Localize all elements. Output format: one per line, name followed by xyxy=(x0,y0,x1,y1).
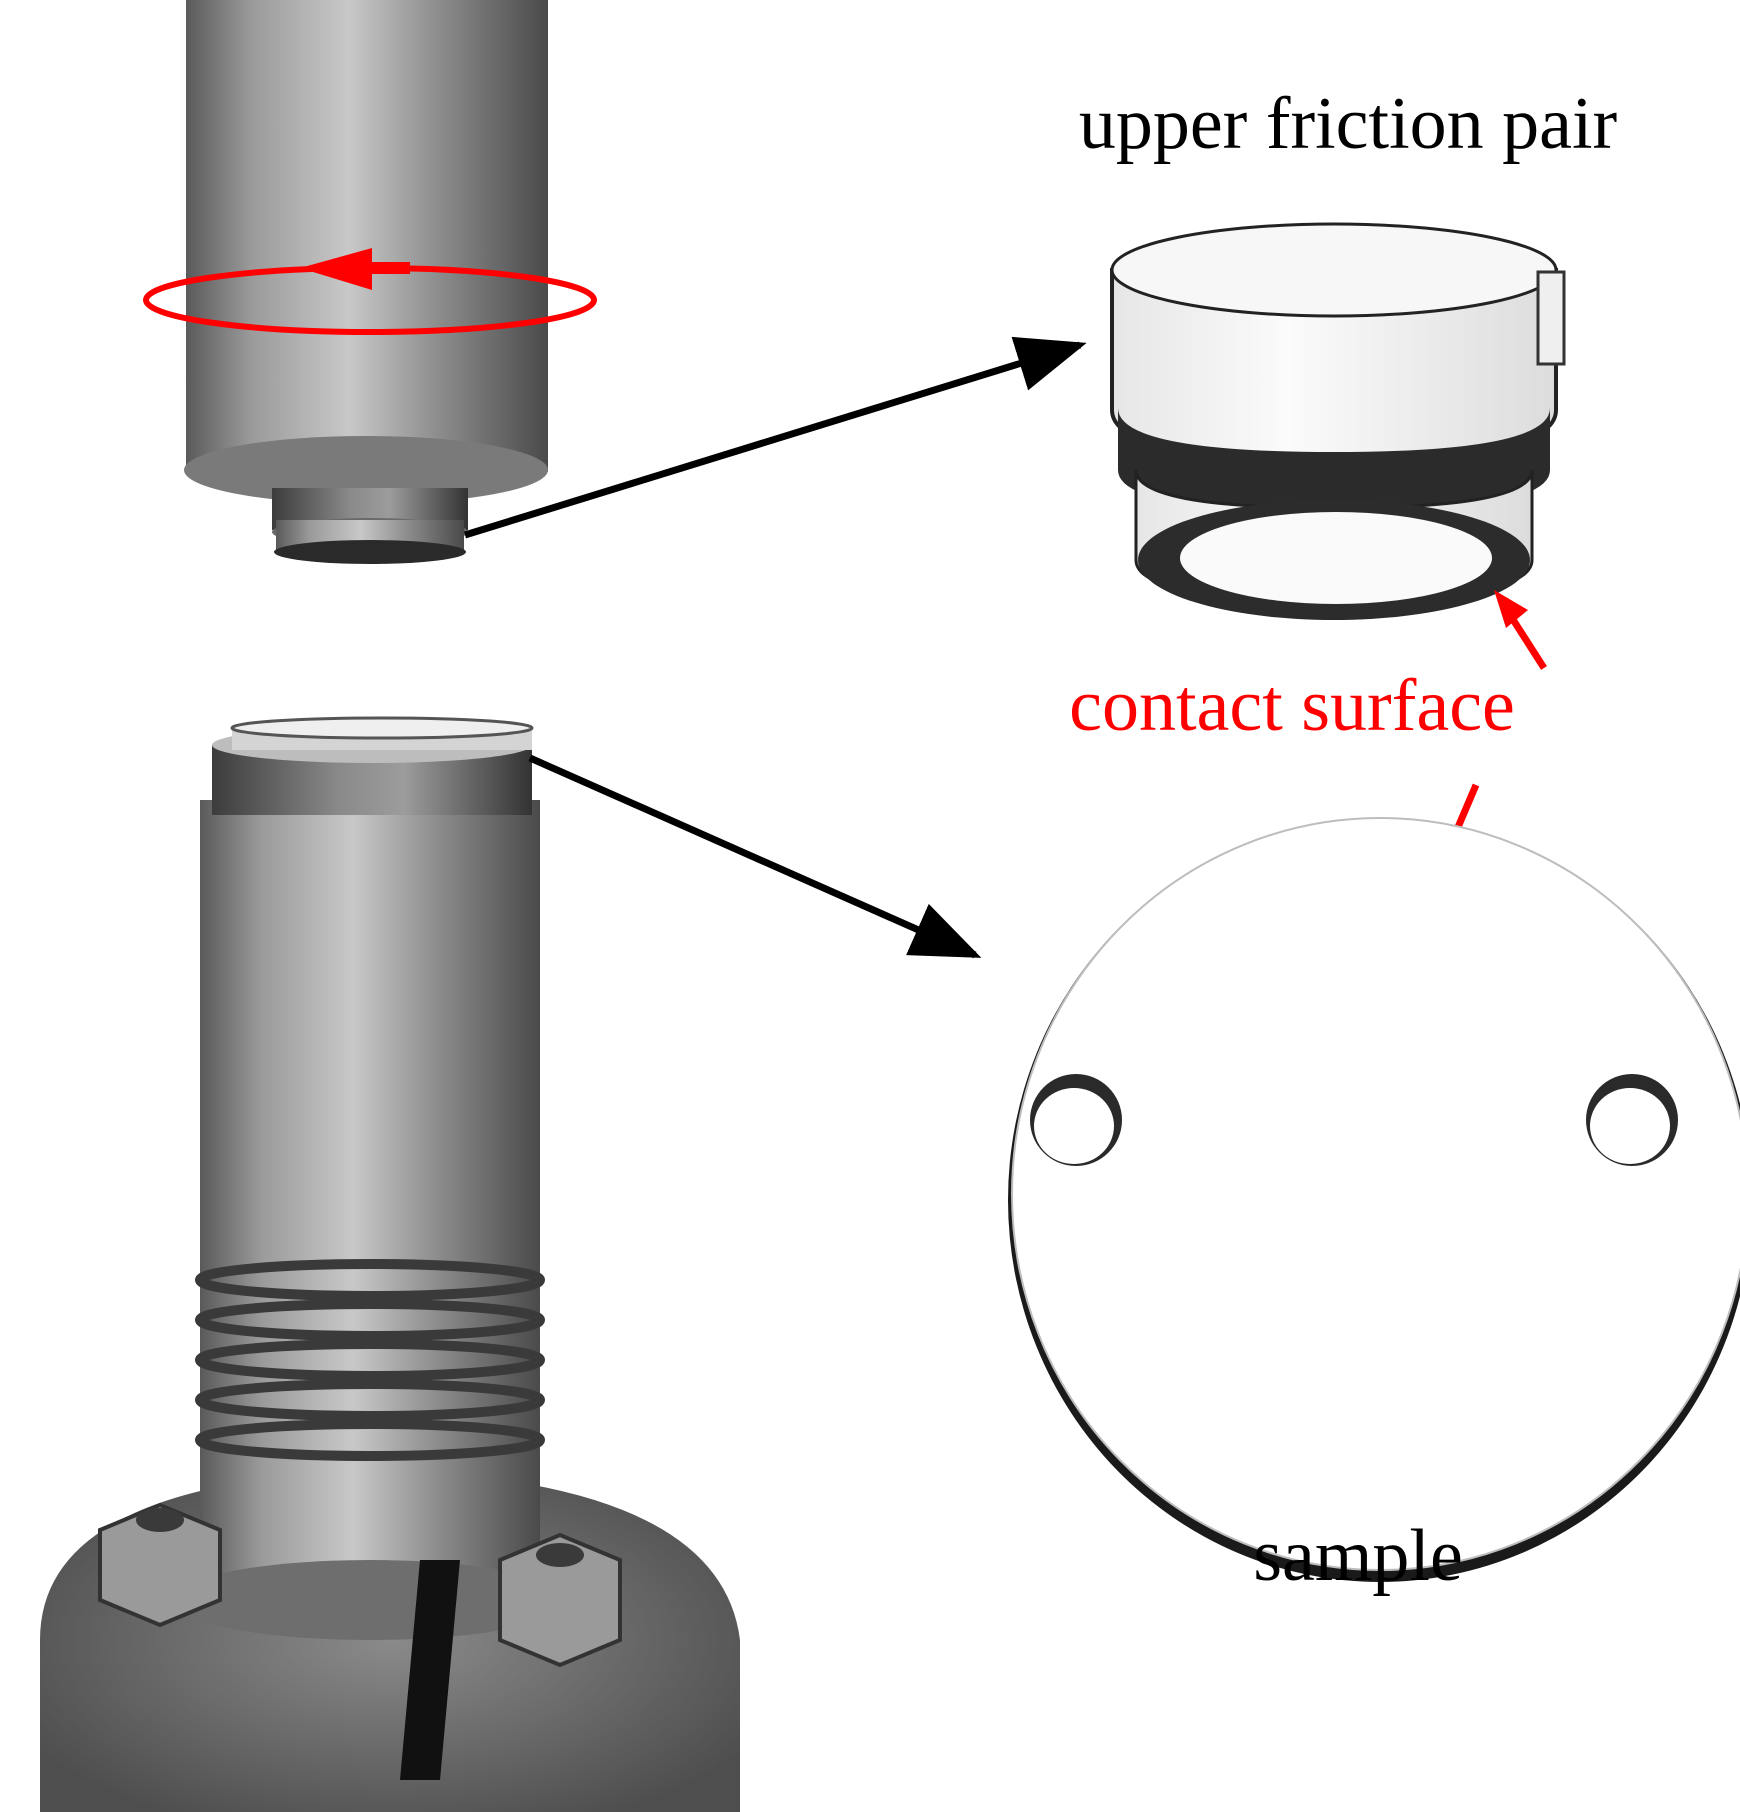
pointer-arrow-ring xyxy=(463,336,1087,539)
rotation-arrow-icon xyxy=(143,248,597,335)
pointer-arrow-sample xyxy=(528,754,982,959)
label-upper-friction-pair: upper friction pair xyxy=(1079,83,1617,165)
lower-holder xyxy=(40,716,740,1812)
disc-hole-left xyxy=(1030,1074,1122,1166)
ring-inner-bore xyxy=(1180,512,1492,604)
hex-nut-right xyxy=(498,1532,622,1668)
hex-nut-left xyxy=(98,1502,222,1628)
label-contact-surface: contact surface xyxy=(1069,665,1515,747)
holder-grooves xyxy=(195,1259,545,1461)
disc-hole-right xyxy=(1586,1074,1678,1166)
contact-arrow-ring xyxy=(1494,590,1547,670)
sample-disc xyxy=(1008,817,1740,1582)
label-sample: sample xyxy=(1253,1515,1463,1597)
upper-shaft xyxy=(184,0,548,564)
ring-model xyxy=(1110,222,1566,620)
